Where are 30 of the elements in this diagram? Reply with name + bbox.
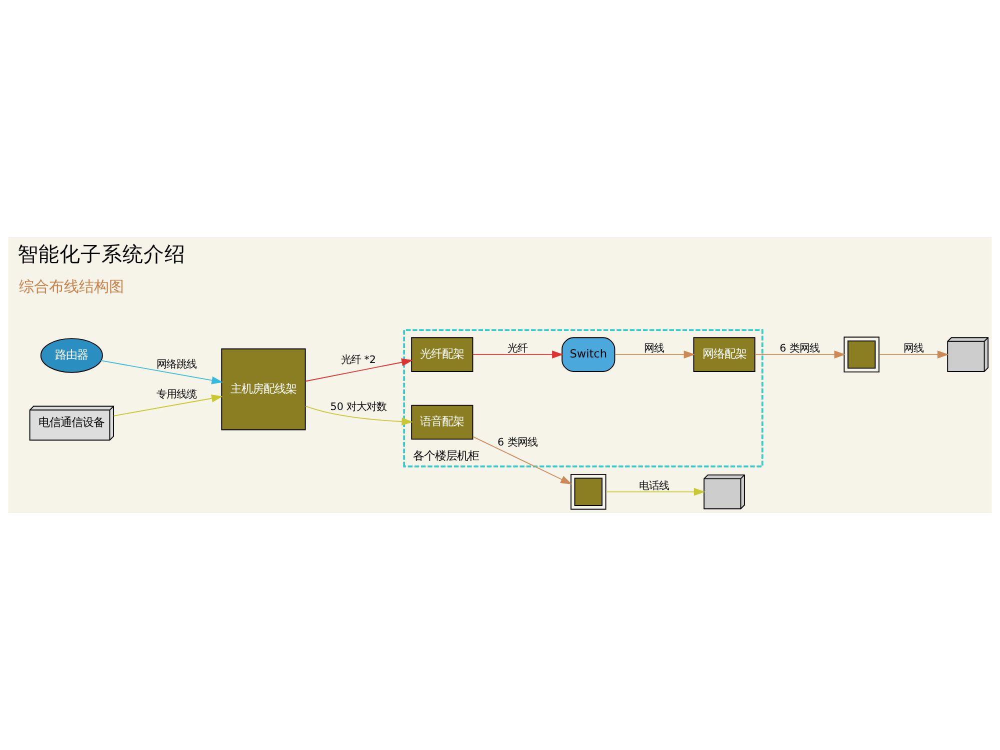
edge-label: 光纤 (507, 342, 528, 355)
node-box (844, 336, 880, 372)
arrow (113, 394, 223, 416)
arrow (305, 406, 413, 426)
edge-label: 网线 (644, 342, 664, 355)
edge-label: 专用线缆 (156, 388, 197, 401)
node-ellipse: 路由器 (40, 338, 103, 373)
arrow (304, 358, 413, 382)
edge-label: 网线 (903, 342, 924, 355)
node-box: 光纤配架 (411, 337, 474, 372)
node-box: Switch (562, 337, 616, 372)
arrow (472, 350, 564, 358)
node-box: 语音配架 (411, 404, 474, 440)
arrow (100, 360, 223, 384)
edge-label: 6 类网线 (780, 342, 820, 355)
node-box (570, 474, 606, 510)
arrow (754, 350, 846, 358)
label: 综合布线结构图 (19, 277, 124, 296)
arrow (878, 350, 949, 358)
edge-label: 电话线 (639, 480, 670, 492)
arrow (614, 350, 696, 358)
edge-label: 50 对大对数 (330, 400, 387, 413)
node-box: 网络配架 (693, 337, 756, 372)
arrow (472, 436, 572, 484)
diagram-title: 智能化子系统介绍 (18, 242, 186, 266)
node-box: 主机房配线架 (221, 348, 306, 430)
edge-label: 光纤 *2 (340, 354, 376, 366)
edge-label: 6 类网线 (497, 436, 538, 449)
arrow (606, 488, 706, 496)
edge-label: 网络跳线 (156, 358, 197, 371)
